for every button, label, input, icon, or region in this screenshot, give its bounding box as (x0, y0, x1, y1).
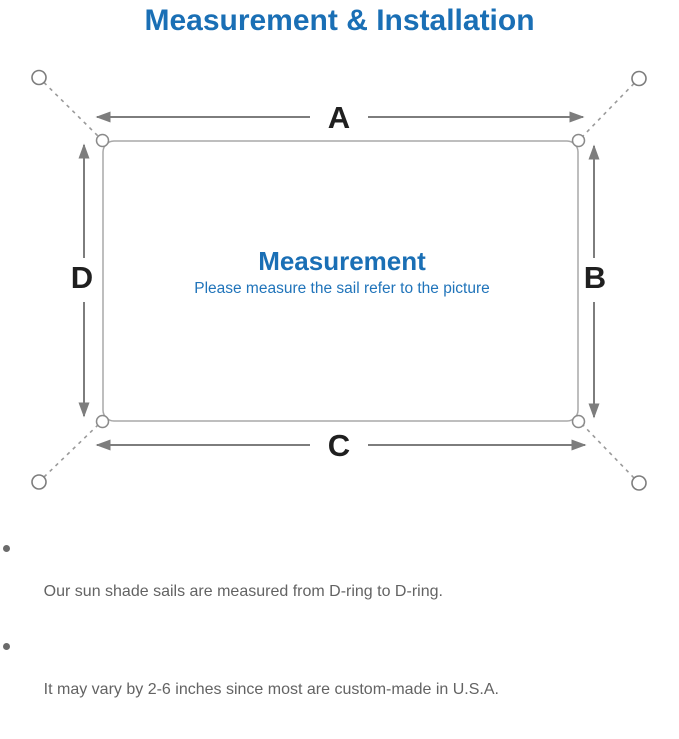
measurement-diagram: A C D B Measurement Please measure the s… (31, 69, 647, 491)
list-item: It may vary by 2-6 inches since most are… (0, 635, 670, 723)
diagram-center-subtitle: Please measure the sail refer to the pic… (194, 280, 490, 297)
note-text: It may vary by 2-6 inches since most are… (43, 681, 499, 698)
d-ring-top-right (571, 133, 586, 148)
list-item: When selecting the dimensions, subtract … (0, 733, 670, 739)
bullet-icon (3, 544, 10, 552)
d-ring-bottom-right (571, 414, 586, 429)
d-ring-top-left (95, 133, 110, 148)
dimension-label-a: A (328, 100, 350, 135)
page-title: Measurement & Installation (144, 4, 535, 37)
sail-rectangle (102, 140, 579, 422)
diagram-center-title: Measurement (258, 246, 426, 276)
d-ring-bottom-left (95, 414, 110, 429)
rope-line-top-right (581, 82, 635, 138)
bullet-icon (3, 642, 10, 650)
list-item: Our sun shade sails are measured from D-… (0, 537, 670, 625)
anchor-ring-bottom-right (631, 475, 647, 491)
dimension-label-b: B (584, 260, 606, 295)
anchor-ring-top-left (31, 69, 47, 86)
anchor-ring-bottom-left (31, 474, 47, 490)
dimension-label-c: C (328, 428, 350, 463)
dimension-label-d: D (71, 260, 93, 295)
rope-line-bottom-right (581, 423, 635, 479)
anchor-ring-top-right (631, 70, 647, 87)
notes-list: Our sun shade sails are measured from D-… (0, 537, 670, 739)
rope-line-top-left (43, 81, 100, 138)
note-text: Our sun shade sails are measured from D-… (43, 583, 443, 600)
rope-line-bottom-left (43, 423, 100, 478)
